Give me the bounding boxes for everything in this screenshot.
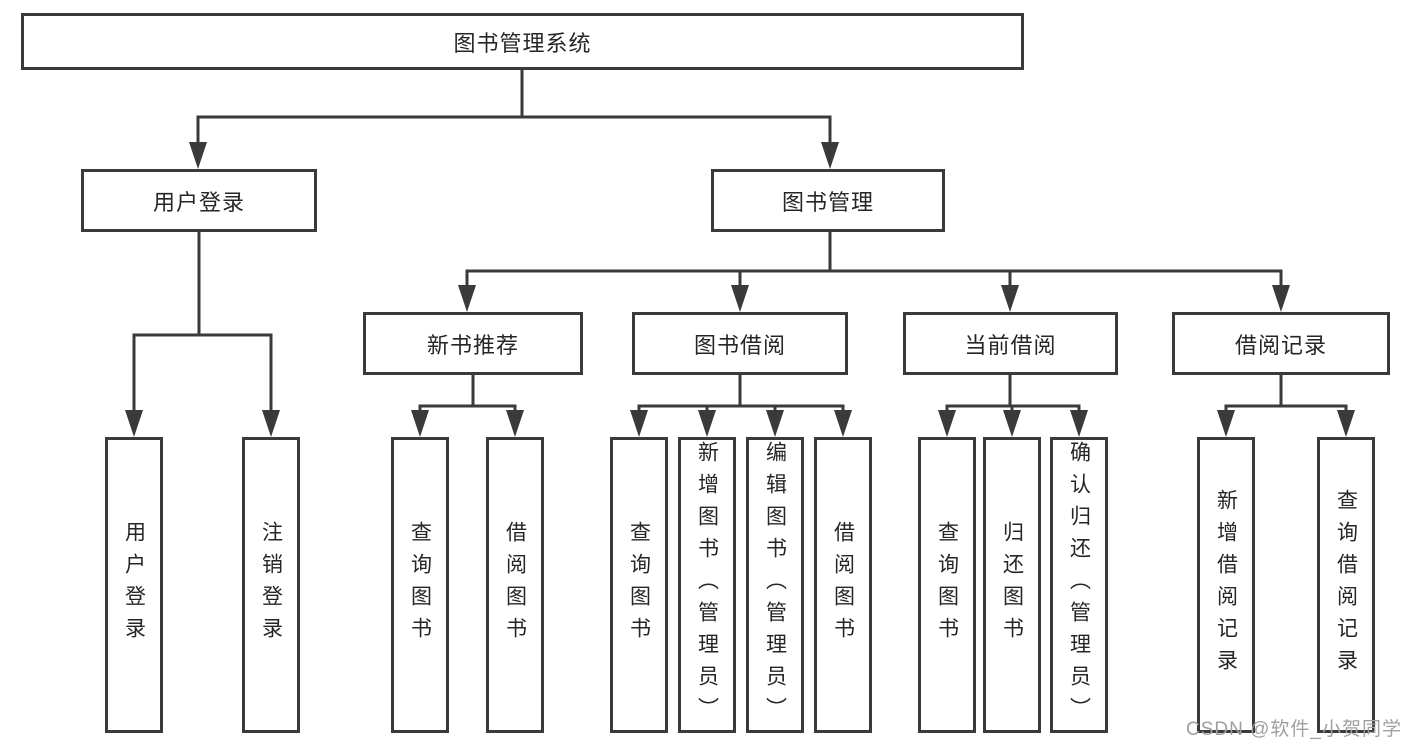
node-label: 图书管理系统 bbox=[453, 30, 592, 56]
node-new-book-recommend: 新书推荐 bbox=[363, 312, 583, 375]
node-book-borrow: 图书借阅 bbox=[632, 312, 848, 375]
leaf-label: 查询借阅记录 bbox=[1334, 489, 1358, 681]
csdn-watermark: CSDN @软件_小贺同学 bbox=[1186, 719, 1402, 740]
leaf-label: 查询图书 bbox=[627, 521, 651, 649]
node-label: 图书管理 bbox=[781, 189, 874, 215]
node-current-borrow: 当前借阅 bbox=[903, 312, 1118, 375]
leaf-add-books-admin: 新增图书（管理员） bbox=[678, 437, 736, 733]
leaf-confirm-return-admin: 确认归还（管理员） bbox=[1050, 437, 1108, 733]
node-library-system: 图书管理系统 bbox=[21, 13, 1024, 70]
leaf-edit-books-admin: 编辑图书（管理员） bbox=[746, 437, 804, 733]
leaf-label: 用户登录 bbox=[122, 521, 146, 649]
leaf-label: 确认归还（管理员） bbox=[1067, 441, 1091, 729]
node-label: 借阅记录 bbox=[1234, 332, 1327, 358]
node-label: 用户登录 bbox=[152, 189, 245, 215]
leaf-return-books: 归还图书 bbox=[983, 437, 1041, 733]
leaf-user-login: 用户登录 bbox=[105, 437, 163, 733]
leaf-query-books: 查询图书 bbox=[610, 437, 668, 733]
leaf-label: 新增借阅记录 bbox=[1214, 489, 1238, 681]
leaf-label: 注销登录 bbox=[259, 521, 283, 649]
leaf-label: 借阅图书 bbox=[831, 521, 855, 649]
leaf-label: 查询图书 bbox=[408, 521, 432, 649]
node-user-login: 用户登录 bbox=[81, 169, 317, 232]
leaf-borrow-books: 借阅图书 bbox=[814, 437, 872, 733]
leaf-query-books: 查询图书 bbox=[391, 437, 449, 733]
leaf-label: 归还图书 bbox=[1000, 521, 1024, 649]
leaf-label: 借阅图书 bbox=[503, 521, 527, 649]
leaf-borrow-books: 借阅图书 bbox=[486, 437, 544, 733]
leaf-label: 编辑图书（管理员） bbox=[763, 441, 787, 729]
node-borrow-records: 借阅记录 bbox=[1172, 312, 1390, 375]
node-book-management: 图书管理 bbox=[711, 169, 945, 232]
leaf-query-books: 查询图书 bbox=[918, 437, 976, 733]
leaf-add-borrow-record: 新增借阅记录 bbox=[1197, 437, 1255, 733]
leaf-label: 新增图书（管理员） bbox=[695, 441, 719, 729]
leaf-label: 查询图书 bbox=[935, 521, 959, 649]
node-label: 当前借阅 bbox=[964, 332, 1057, 358]
node-label: 新书推荐 bbox=[426, 332, 519, 358]
leaf-logout: 注销登录 bbox=[242, 437, 300, 733]
leaf-query-borrow-record: 查询借阅记录 bbox=[1317, 437, 1375, 733]
node-label: 图书借阅 bbox=[693, 332, 786, 358]
